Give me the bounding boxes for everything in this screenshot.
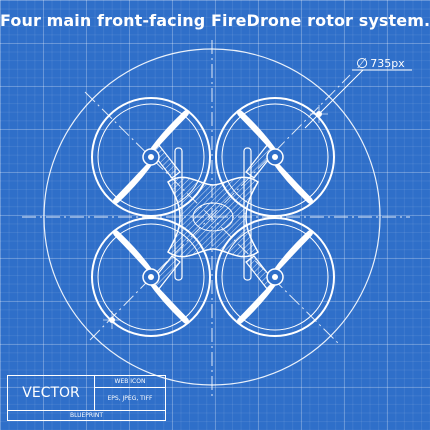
title-block-web-icon: WEB ICON <box>95 376 165 388</box>
page-title: Four main front-facing FireDrone rotor s… <box>0 11 430 30</box>
rotor-ring-bottom-left <box>91 217 211 337</box>
title-block-blueprint: BLUEPRINT <box>69 412 104 419</box>
dimension-leader <box>304 69 364 129</box>
title-block: VECTOR WEB ICON EPS, JPEG, TIFF BLUEPRIN… <box>7 375 166 421</box>
dimension-label: ∅735px <box>356 56 405 72</box>
rotor-ring-top-right <box>215 97 335 217</box>
title-block-vector: VECTOR <box>8 376 95 411</box>
dimension-value: 735px <box>370 57 405 70</box>
diagonal-line-1 <box>89 74 351 341</box>
title-block-formats: EPS, JPEG, TIFF <box>95 388 165 411</box>
rotor-ring-top-left <box>91 97 211 217</box>
diameter-symbol: ∅ <box>356 56 369 72</box>
rotor-ring-bottom-right <box>215 217 335 337</box>
landing-skid-right <box>243 147 252 281</box>
landing-skid-left <box>174 147 183 281</box>
